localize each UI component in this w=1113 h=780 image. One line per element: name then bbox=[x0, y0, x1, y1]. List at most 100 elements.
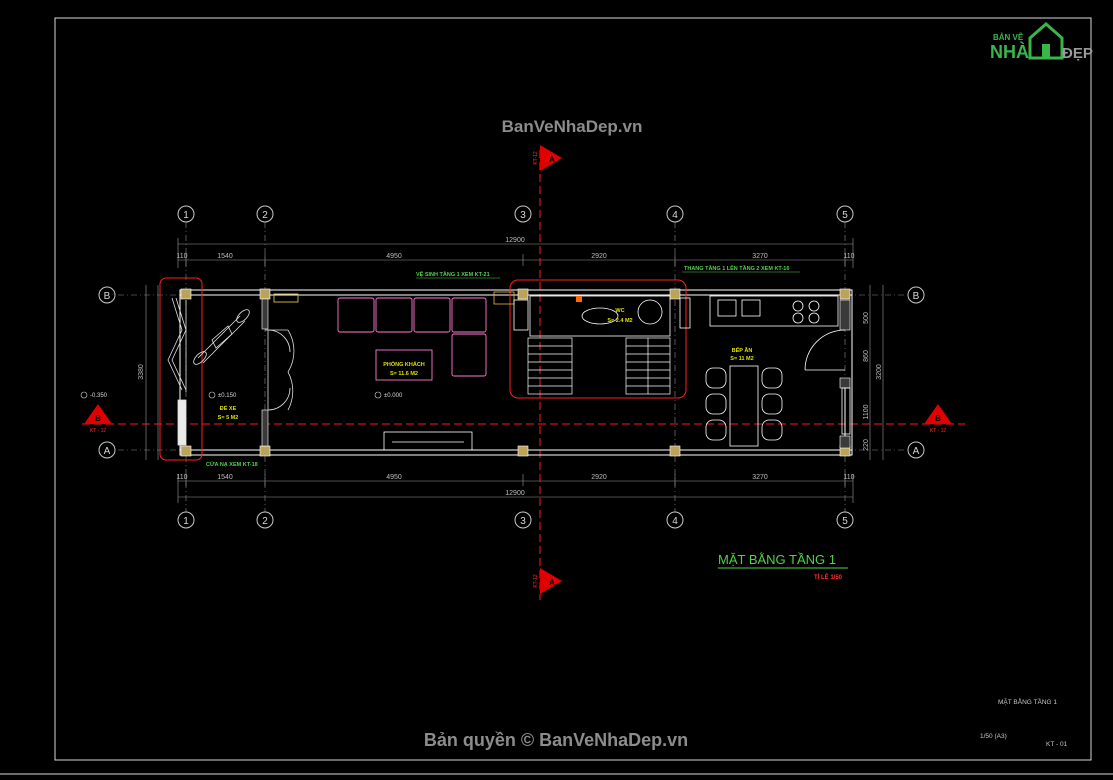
dim-seg1-bottom: 1540 bbox=[217, 474, 233, 481]
grid-label-B-left: B bbox=[104, 291, 111, 302]
grid-bubble-B-left bbox=[98, 286, 116, 304]
dim-total-top: 12900 bbox=[505, 237, 525, 244]
grid-label-5-top: 5 bbox=[842, 210, 848, 221]
building-walls bbox=[179, 288, 853, 457]
dim-seg3-top: 2920 bbox=[591, 253, 607, 260]
dim-total-bottom: 12900 bbox=[505, 490, 525, 497]
sofa-icon bbox=[273, 293, 487, 377]
note-wc: VỆ SINH TẦNG 1 XEM KT-21 bbox=[416, 270, 490, 278]
grid-bubble-5-bottom bbox=[836, 511, 854, 529]
living-room-doors bbox=[265, 329, 295, 411]
grid-label-1-bottom: 1 bbox=[183, 516, 189, 527]
level-guest: ±0.000 bbox=[384, 393, 403, 399]
dim-end-right-top: 110 bbox=[843, 253, 854, 260]
svg-text:NHÀ: NHÀ bbox=[990, 41, 1029, 62]
gate-highlight bbox=[159, 277, 203, 461]
grid-bubble-2-bottom bbox=[256, 511, 274, 529]
svg-text:KT - 12: KT - 12 bbox=[90, 428, 107, 434]
wc-stair-highlight bbox=[509, 279, 687, 399]
dimension-top bbox=[177, 238, 854, 268]
grid-label-B-right: B bbox=[913, 291, 920, 302]
room-area-wc: S= 2.4 M2 bbox=[607, 318, 632, 324]
room-label-garage: ĐỂ XE bbox=[220, 405, 237, 412]
dim-seg2-top: 4950 bbox=[386, 253, 402, 260]
grid-bubble-3-bottom bbox=[514, 511, 532, 529]
dimension-bottom bbox=[177, 474, 854, 503]
level-garage: ±0.150 bbox=[218, 393, 237, 399]
svg-text:KT-12: KT-12 bbox=[533, 151, 539, 165]
grid-bubble-1-bottom bbox=[177, 511, 195, 529]
wc-fixtures bbox=[493, 291, 671, 337]
grid-bubble-5-top bbox=[836, 205, 854, 223]
title-block-code: KT - 01 bbox=[1046, 741, 1068, 748]
watermark-top: BanVeNhaDep.vn bbox=[502, 117, 643, 136]
section-marker-A-bottom: A KT-12 bbox=[533, 568, 562, 594]
dim-right-860: 860 bbox=[863, 350, 870, 362]
svg-text:ĐẸP: ĐẸP bbox=[1062, 45, 1093, 62]
room-area-kitchen: S= 11 M2 bbox=[730, 356, 753, 362]
grid-bubble-A-right bbox=[907, 441, 925, 459]
note-stair: THANG TẦNG 1 LÊN TẦNG 2 XEM KT-16 bbox=[684, 264, 789, 272]
svg-text:A: A bbox=[549, 578, 555, 587]
grid-label-4-bottom: 4 bbox=[672, 516, 678, 527]
room-area-garage: S= 5 M2 bbox=[218, 415, 239, 421]
grid-bubble-3-top bbox=[514, 205, 532, 223]
back-door bbox=[804, 329, 851, 435]
dim-end-right-bottom: 110 bbox=[843, 474, 854, 481]
motorbike-icon bbox=[193, 309, 250, 365]
dim-seg1-top: 1540 bbox=[217, 253, 233, 260]
svg-text:KT - 12: KT - 12 bbox=[930, 428, 947, 434]
grid-label-3-bottom: 3 bbox=[520, 516, 526, 527]
grid-bubble-4-top bbox=[666, 205, 684, 223]
svg-text:A: A bbox=[549, 155, 555, 164]
kitchen-counter bbox=[679, 295, 839, 329]
dim-right-1100: 1100 bbox=[863, 404, 870, 419]
grid-label-5-bottom: 5 bbox=[842, 516, 848, 527]
dim-seg2-bottom: 4950 bbox=[386, 474, 402, 481]
dim-right-3200: 3200 bbox=[876, 364, 883, 380]
dim-right-500: 500 bbox=[863, 312, 870, 324]
staircase bbox=[527, 337, 671, 395]
svg-text:BẢN VẼ: BẢN VẼ bbox=[993, 33, 1024, 42]
svg-text:KT-12: KT-12 bbox=[533, 574, 539, 588]
grid-label-2-top: 2 bbox=[262, 210, 268, 221]
dim-right-220: 220 bbox=[863, 439, 870, 451]
grid-label-1-top: 1 bbox=[183, 210, 189, 221]
room-area-guest: S= 11.6 M2 bbox=[390, 371, 418, 377]
grid-label-3-top: 3 bbox=[520, 210, 526, 221]
tv-cabinet bbox=[383, 431, 473, 451]
title-block-name: MẶT BẰNG TẦNG 1 bbox=[998, 696, 1057, 706]
drawing-title: MẶT BẰNG TẦNG 1 bbox=[718, 552, 836, 567]
dim-seg4-top: 3270 bbox=[752, 253, 768, 260]
dim-seg4-bottom: 3270 bbox=[752, 474, 768, 481]
grid-bubble-1-top bbox=[177, 205, 195, 223]
watermark-bottom: Bản quyền © BanVeNhaDep.vn bbox=[424, 730, 688, 750]
level-outside: -0.350 bbox=[90, 393, 108, 399]
drawing-scale: TỈ LỆ 1/50 bbox=[814, 573, 843, 581]
front-gate bbox=[167, 297, 187, 446]
dim-left-3380: 3380 bbox=[138, 364, 145, 380]
title-block-scale: 1/50 (A3) bbox=[980, 733, 1007, 740]
section-marker-A-top: A KT-12 bbox=[533, 145, 562, 171]
dim-end-left-bottom: 110 bbox=[176, 474, 187, 481]
grid-label-2-bottom: 2 bbox=[262, 516, 268, 527]
room-label-guest: PHÒNG KHÁCH bbox=[383, 360, 425, 368]
section-marker-B-right: B KT - 12 bbox=[924, 404, 952, 434]
grid-label-A-right: A bbox=[913, 446, 920, 457]
dim-seg3-bottom: 2920 bbox=[591, 474, 607, 481]
note-door: CỬA NẠ XEM KT-18 bbox=[206, 461, 258, 468]
coffee-table bbox=[375, 349, 433, 381]
brand-logo: BẢN VẼ NHÀ ĐẸP bbox=[990, 22, 1093, 62]
svg-text:B: B bbox=[95, 414, 101, 423]
grid-label-A-left: A bbox=[104, 446, 111, 457]
grid-bubble-B-right bbox=[907, 286, 925, 304]
room-label-wc: WC bbox=[615, 308, 624, 314]
grid-bubble-2-top bbox=[256, 205, 274, 223]
dim-end-left-top: 110 bbox=[176, 253, 187, 260]
grid-bubble-4-bottom bbox=[666, 511, 684, 529]
dining-table bbox=[705, 365, 783, 447]
grid-bubble-A-left bbox=[98, 441, 116, 459]
room-label-kitchen: BẾP ĂN bbox=[732, 347, 753, 354]
grid-label-4-top: 4 bbox=[672, 210, 678, 221]
